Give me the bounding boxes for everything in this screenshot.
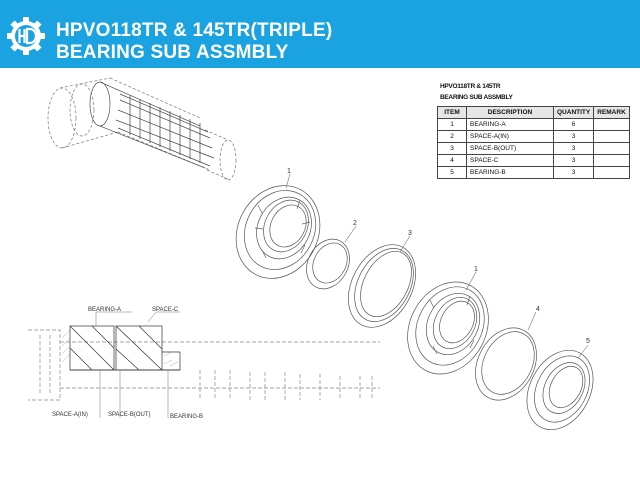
table-caption-model: HPVO118TR & 145TR bbox=[440, 83, 501, 90]
balloon-5: 5 bbox=[586, 338, 590, 345]
parts-table: ITEM DESCRIPTION QUANTITY REMARK 1 BEARI… bbox=[437, 106, 630, 179]
balloon-3: 3 bbox=[408, 230, 412, 237]
column-header-remark: REMARK bbox=[593, 106, 630, 119]
table-row: 5 BEARING-B 3 bbox=[437, 166, 630, 179]
table-row: 2 SPACE-A(IN) 3 bbox=[437, 130, 630, 143]
space-b-out-part bbox=[348, 244, 416, 328]
page-title: HPVO118TR & 145TR(TRIPLE) bbox=[56, 20, 333, 41]
space-a-in-part bbox=[306, 238, 350, 290]
space-c-part bbox=[475, 327, 537, 401]
table-caption-assembly: BEARING SUB ASSMBLY bbox=[440, 94, 513, 101]
table-header-row: ITEM DESCRIPTION QUANTITY REMARK bbox=[437, 106, 630, 119]
exploded-bearing-drawing: 1 2 3 1 4 5 bbox=[28, 77, 594, 431]
label-space-a-in: SPACE-A(IN) bbox=[52, 412, 88, 418]
bearing-a-part-1 bbox=[235, 185, 321, 279]
cell-quantity: 3 bbox=[552, 166, 595, 179]
cross-section-drawing: BEARING-A SPACE-C SPACE-A(IN) SPACE-B(OU… bbox=[28, 307, 380, 420]
balloon-2: 2 bbox=[353, 220, 357, 227]
table-row: 4 SPACE-C 3 bbox=[437, 154, 630, 167]
label-bearing-a: BEARING-A bbox=[88, 307, 121, 313]
bearing-a-part-2 bbox=[407, 281, 489, 375]
label-bearing-b: BEARING-B bbox=[170, 414, 203, 420]
bearing-b-part bbox=[526, 349, 594, 431]
page-subtitle: BEARING SUB ASSMBLY bbox=[56, 42, 289, 63]
label-space-b-out: SPACE-B(OUT) bbox=[108, 412, 151, 418]
header-banner: HPVO118TR & 145TR(TRIPLE) BEARING SUB AS… bbox=[0, 0, 640, 68]
balloon-1b: 1 bbox=[474, 266, 478, 273]
shaft-drawing bbox=[47, 77, 237, 181]
brand-logo-icon bbox=[7, 17, 45, 55]
cell-remark bbox=[593, 166, 630, 179]
balloon-1: 1 bbox=[287, 168, 291, 175]
balloon-4: 4 bbox=[536, 306, 540, 313]
table-row: 1 BEARING-A 6 bbox=[437, 118, 630, 131]
label-space-c: SPACE-C bbox=[152, 307, 179, 313]
